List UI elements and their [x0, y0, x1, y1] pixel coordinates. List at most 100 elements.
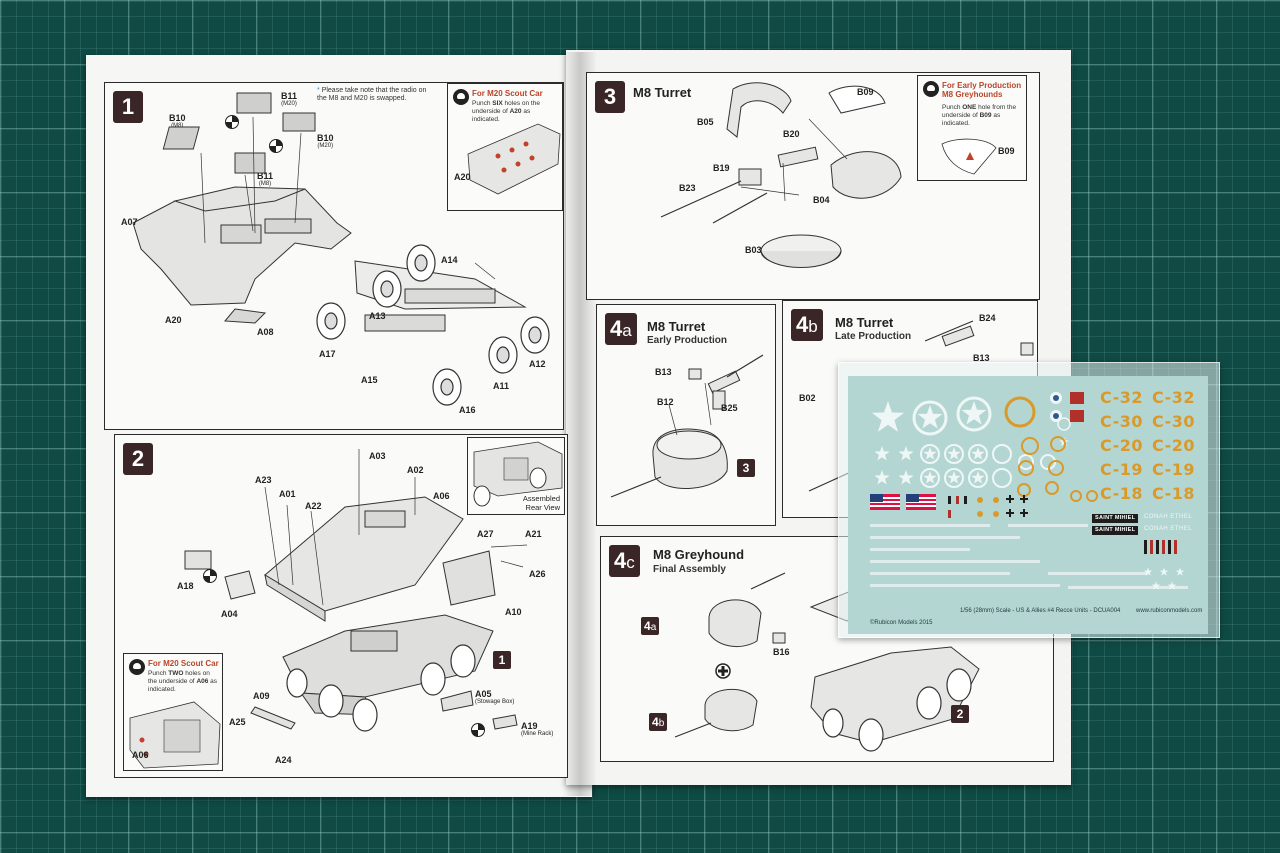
callout-b09-drawing: [941, 138, 997, 175]
decal-code-right-5: C-18: [1152, 484, 1196, 503]
label-b20: B20: [783, 129, 800, 139]
label-a06: A06: [433, 491, 450, 501]
decal-copyright: ©Rubicon Models 2015: [870, 620, 933, 626]
label-a15: A15: [361, 375, 378, 385]
decal-code-left-4: C-19: [1100, 460, 1144, 479]
label-a02: A02: [407, 465, 424, 475]
label-b02: B02: [799, 393, 816, 403]
ref-step-2-badge: 2: [951, 705, 969, 723]
label-a08: A08: [257, 327, 274, 337]
decal-white-names-1: CONAH ETHEL: [1144, 514, 1193, 520]
label-b12: B12: [657, 397, 674, 407]
punch-hole-icon: [203, 569, 217, 583]
decal-code-left-3: C-20: [1100, 436, 1144, 455]
label-b13: B13: [655, 367, 672, 377]
label-a17: A17: [319, 349, 336, 359]
step-3-title: M8 Turret: [633, 85, 692, 100]
ref-step-3-badge: 3: [737, 459, 755, 477]
label-b19: B19: [713, 163, 730, 173]
label-b09-callout: B09: [998, 146, 1015, 156]
step-2-hull-drawing: [184, 449, 528, 732]
decal-sheet: C-32 C-30 C-20 C-19 C-18 C-32 C-30 C-20 …: [848, 376, 1208, 634]
decal-code-left-1: C-32: [1100, 388, 1144, 407]
decal-white-names-2: CONAH ETHEL: [1144, 526, 1193, 532]
decal-scale-text: 1/56 (28mm) Scale - US & Allies #4 Recce…: [960, 608, 1121, 614]
callout-title: For M20 Scout Car: [148, 659, 219, 668]
decal-code-right-3: C-20: [1152, 436, 1196, 455]
label-a14: A14: [441, 255, 458, 265]
decal-code-right-4: C-19: [1152, 460, 1196, 479]
ref-step-1-badge: 1: [493, 651, 511, 669]
callout-title: For M20 Scout Car: [472, 89, 543, 98]
ref-4b-badge: 4b: [649, 713, 668, 731]
step-1-number: 1: [113, 91, 143, 123]
radio-note: * Please take note that the radio on the…: [317, 87, 427, 102]
label-b24: B24: [979, 313, 996, 323]
label-a20-callout: A20: [454, 172, 471, 182]
decal-code-right-1: C-32: [1152, 388, 1196, 407]
callout-a06-drawing: [129, 701, 221, 769]
decal-website: www.rubiconmodels.com: [1136, 608, 1203, 614]
step-4b-number: 4b: [791, 309, 823, 341]
label-a19: A19(Mine Rack): [521, 721, 554, 737]
label-a24: A24: [275, 755, 292, 765]
label-b13: B13: [973, 353, 990, 363]
callout-text: Punch SIX holes on the underside of A20 …: [472, 100, 540, 123]
decal-code-left-5: C-18: [1100, 484, 1144, 503]
step-3-panel: 3 M8 Turret B09 B05 B20 B19 B23 B04 B03 …: [586, 72, 1040, 300]
step-1-hull-drawing: [132, 92, 550, 406]
label-a05: A05(Stowage Box): [475, 689, 515, 705]
decal-name-bar-2: SAINT MIHIEL: [1092, 526, 1139, 535]
label-b10-m8: B10(M8): [169, 113, 186, 129]
label-b09: B09: [857, 87, 874, 97]
punch-hole-icon: [471, 723, 485, 737]
label-a22: A22: [305, 501, 322, 511]
step-2-number: 2: [123, 443, 153, 475]
step-4a-subtitle: Early Production: [647, 335, 728, 346]
label-b16: B16: [773, 647, 790, 657]
label-a26: A26: [529, 569, 546, 579]
label-a06-callout: A06: [132, 750, 149, 760]
label-a13: A13: [369, 311, 386, 321]
label-a11: A11: [493, 381, 510, 391]
step-4c-number: 4c: [609, 545, 640, 577]
step-4a-number: 4a: [605, 313, 637, 345]
decal-name-bar-1: SAINT MIHIEL: [1092, 514, 1139, 523]
label-a01: A01: [279, 489, 296, 499]
callout-text: Punch TWO holes on the underside of A06 …: [148, 670, 218, 693]
rear-view-drawing: [473, 441, 563, 507]
callout-text: Punch ONE hole from the underside of B09…: [942, 104, 1017, 127]
label-b11-m20: B11(M20): [281, 91, 298, 107]
label-b11-m8: B11(M8): [257, 171, 274, 187]
label-b03: B03: [745, 245, 762, 255]
label-a03: A03: [369, 451, 386, 461]
step-4b-title: M8 Turret: [835, 315, 894, 330]
label-b23: B23: [679, 183, 696, 193]
step-4a-turret-drawing: [610, 354, 764, 498]
label-a18: A18: [177, 581, 194, 591]
ref-4a-badge: 4a: [641, 617, 660, 635]
label-a12: A12: [529, 359, 546, 369]
label-b10-m20: B10(M20): [317, 133, 334, 149]
label-b05: B05: [697, 117, 714, 127]
label-a27: A27: [477, 529, 494, 539]
step-4a-panel: 4a M8 Turret Early Production B13 B12 B2…: [596, 304, 776, 526]
step-4b-subtitle: Late Production: [835, 331, 912, 342]
skull-warning-icon: [129, 659, 145, 675]
skull-warning-icon: [453, 89, 469, 105]
label-b25: B25: [721, 403, 738, 413]
label-a04: A04: [221, 609, 238, 619]
label-b04: B04: [813, 195, 830, 205]
label-a23: A23: [255, 475, 272, 485]
step-4c-title: M8 Greyhound: [653, 547, 745, 562]
label-a16: A16: [459, 405, 476, 415]
step-3-turret-drawing: [660, 82, 902, 268]
punch-hole-icon: [225, 115, 239, 129]
decal-code-left-2: C-30: [1100, 412, 1144, 431]
step-4c-subtitle: Final Assembly: [653, 564, 726, 575]
